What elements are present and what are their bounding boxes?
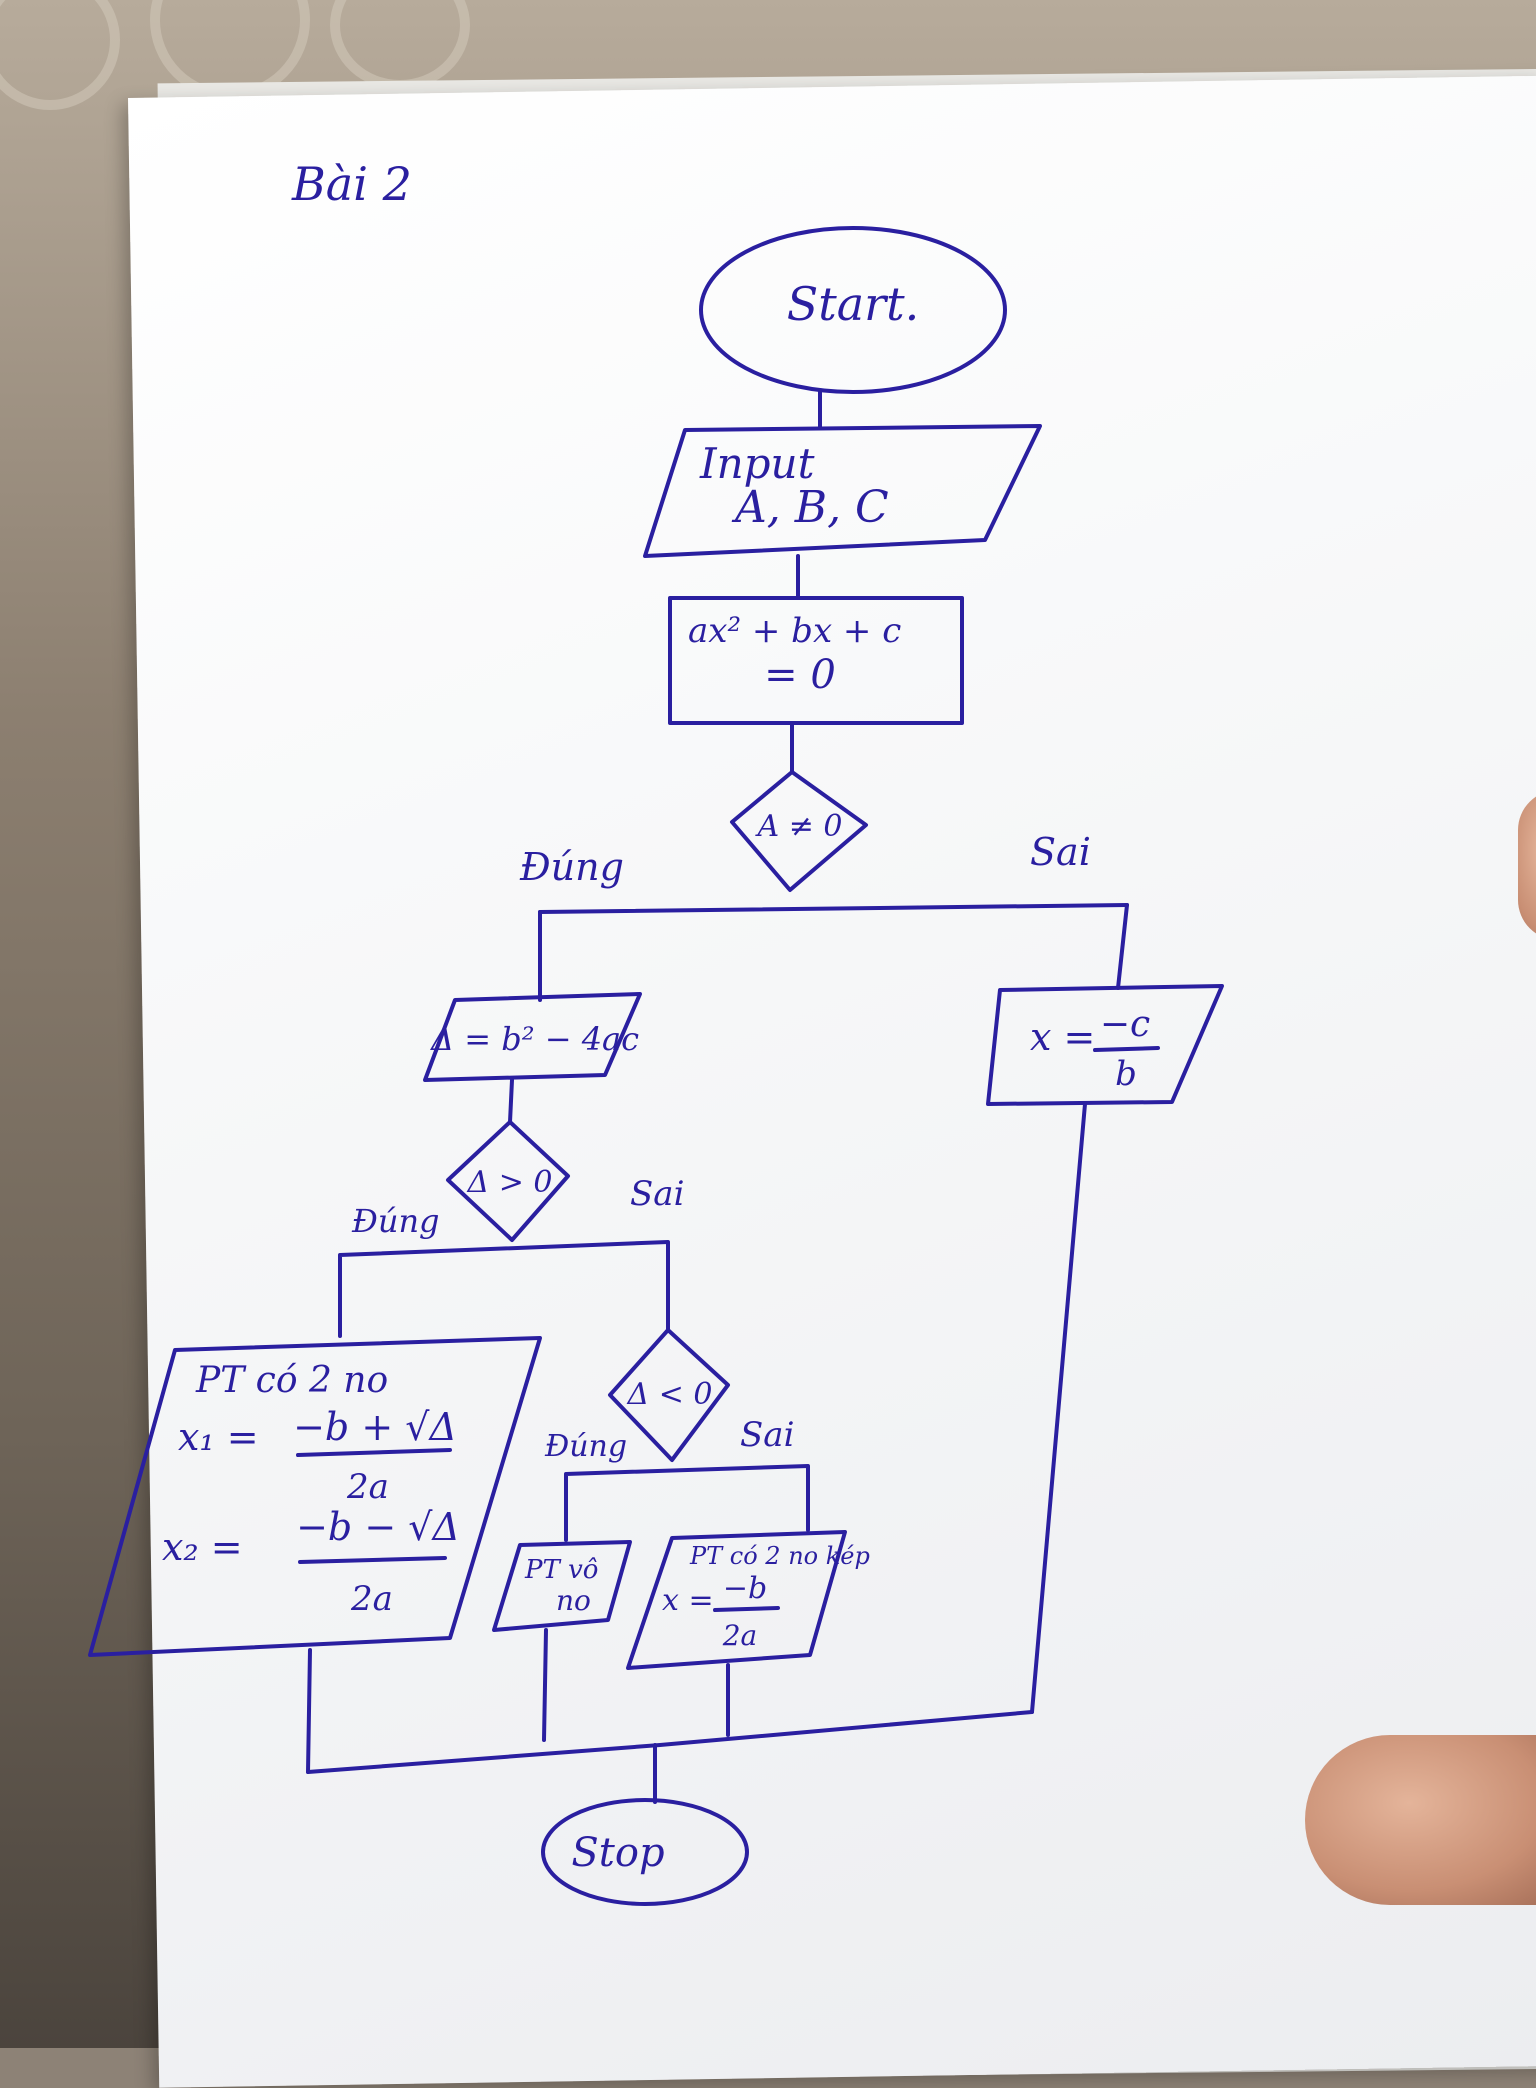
branch-label-false: Sai — [630, 1174, 684, 1214]
fraction-bar — [298, 1556, 447, 1564]
equation-label-line1: ax² + bx + c — [688, 611, 901, 651]
finger-right-bottom — [1305, 1735, 1536, 1905]
fraction-bar — [713, 1606, 780, 1612]
stop-label: Stop — [571, 1830, 664, 1876]
two-roots-node: PT có 2 no x₁ = −b + √Δ 2a x₂ = −b − √Δ … — [88, 1336, 542, 1657]
branch-label-false: Sai — [740, 1415, 794, 1455]
connector-line — [306, 1710, 1034, 1774]
stop-node: Stop — [541, 1798, 749, 1906]
fraction-bar — [296, 1448, 452, 1457]
branch-label-true: Đúng — [351, 1202, 440, 1240]
connector-line — [1116, 903, 1129, 990]
double-root-denominator: 2a — [722, 1619, 758, 1652]
condition-delta-neg-label: Δ < 0 — [627, 1377, 713, 1412]
connector-line — [338, 1240, 670, 1338]
connector-line — [306, 1648, 312, 1774]
condition-delta-pos-node: Δ > 0 — [446, 1120, 570, 1242]
double-root-title: PT có 2 no kép — [689, 1542, 870, 1570]
equation-node: ax² + bx + c = 0 — [668, 596, 964, 725]
connector-line — [1030, 1102, 1087, 1714]
cloth-pattern — [0, 0, 120, 110]
x1-denominator: 2a — [346, 1467, 389, 1507]
branch-label-true: Đúng — [519, 845, 624, 889]
input-label-line2: A, B, C — [731, 482, 889, 533]
two-roots-title: PT có 2 no — [195, 1360, 388, 1401]
linear-root-label: x = — [1030, 1015, 1095, 1059]
x2-numerator: −b − √Δ — [296, 1505, 460, 1549]
delta-calc-node: Δ = b² − 4ac — [423, 992, 642, 1082]
connector-line — [564, 1464, 810, 1542]
linear-root-node: x = −c b — [986, 984, 1224, 1106]
start-node: Start. — [699, 226, 1007, 394]
start-label: Start. — [787, 277, 920, 331]
double-root-numerator: −b — [723, 1571, 767, 1606]
input-label-line1: Input — [699, 439, 815, 488]
double-root-node: PT có 2 no kép x = −b 2a — [626, 1530, 870, 1670]
condition-a-node: A ≠ 0 — [730, 770, 868, 892]
connector-line — [538, 903, 1129, 914]
fraction-bar — [1093, 1046, 1160, 1052]
double-root-x-label: x = — [662, 1583, 714, 1618]
no-root-node: PT vô no — [492, 1540, 632, 1632]
finger-right-top — [1518, 790, 1536, 940]
x2-label: x₂ = — [162, 1525, 243, 1569]
equation-label-line2: = 0 — [764, 652, 836, 698]
condition-delta-pos-label: Δ > 0 — [467, 1165, 553, 1200]
linear-root-numerator: −c — [1100, 1004, 1150, 1045]
input-node: Input A, B, C — [643, 424, 1042, 558]
x1-label: x₁ = — [178, 1415, 259, 1459]
connector-line — [508, 1078, 514, 1124]
linear-root-denominator: b — [1115, 1054, 1137, 1094]
page-label: Bài 2 — [291, 157, 412, 211]
connector-line — [542, 1628, 548, 1742]
x1-numerator: −b + √Δ — [293, 1405, 457, 1449]
condition-delta-neg-node: Δ < 0 — [608, 1328, 730, 1462]
x2-denominator: 2a — [350, 1579, 393, 1619]
condition-a-label: A ≠ 0 — [755, 809, 843, 844]
no-root-line2: no — [556, 1584, 591, 1617]
branch-label-true: Đúng — [544, 1429, 627, 1464]
no-root-line1: PT vô — [524, 1555, 598, 1585]
branch-label-false: Sai — [1030, 830, 1091, 874]
delta-calc-label: Δ = b² − 4ac — [429, 1020, 639, 1058]
